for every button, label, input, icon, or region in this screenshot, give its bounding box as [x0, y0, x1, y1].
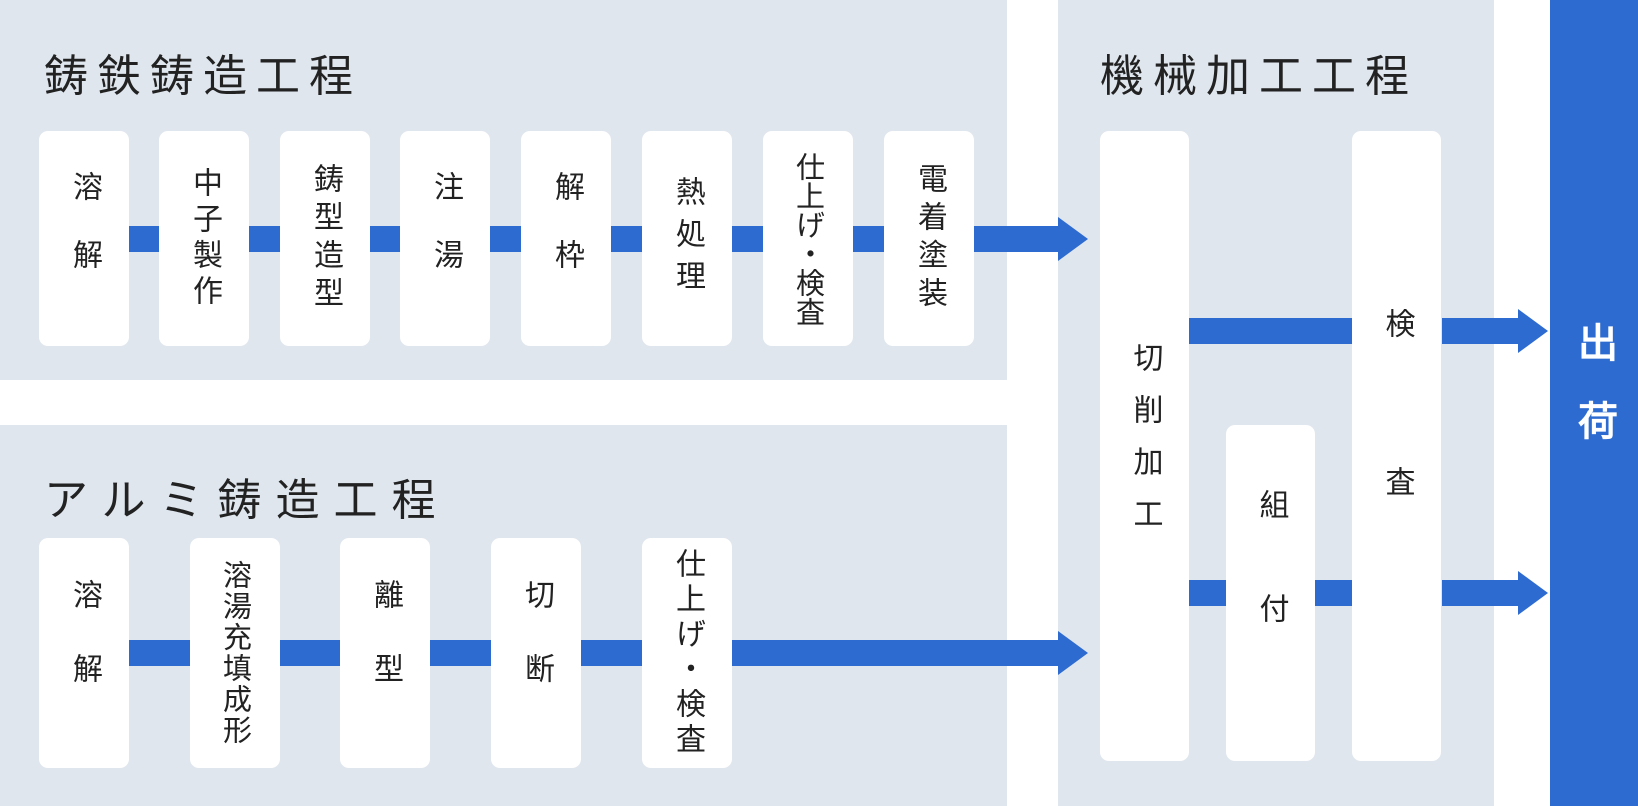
aluminum-step-finishing-inspection: 仕上げ・検査	[642, 538, 732, 768]
step-label: 組付	[1253, 489, 1289, 697]
inspection-to-ship-bar-top	[1442, 318, 1522, 344]
step-label: 中子製作	[187, 166, 222, 311]
cast-iron-step-pouring: 注湯	[400, 131, 490, 346]
cast-iron-title: 鋳鉄鋳造工程	[44, 51, 362, 102]
aluminum-step-demolding: 離型	[340, 538, 430, 768]
step-label: 仕上げ・検査	[791, 151, 826, 326]
step-label: 熱処理	[670, 175, 705, 302]
cast-iron-step-electrodeposition: 電着塗装	[884, 131, 974, 346]
inspection-to-ship-arrowhead-bottom	[1518, 571, 1548, 615]
cast-iron-step-finishing-inspection: 仕上げ・検査	[763, 131, 853, 346]
step-label: 切削加工	[1127, 342, 1163, 550]
step-label: 離型	[368, 579, 403, 727]
cast-iron-step-melting: 溶解	[39, 131, 129, 346]
aluminum-connector	[128, 640, 1058, 666]
step-label: 切断	[519, 579, 554, 727]
machining-step-cutting: 切削加工	[1100, 131, 1189, 761]
aluminum-title: アルミ鋳造工程	[44, 475, 450, 526]
step-label: 溶解	[67, 579, 102, 727]
aluminum-step-cutting: 切断	[491, 538, 581, 768]
step-label: 電着塗装	[912, 162, 947, 315]
machining-step-assembly: 組付	[1226, 425, 1315, 761]
step-label: 検査	[1379, 308, 1415, 624]
step-label: 仕上げ・検査	[670, 548, 705, 758]
machining-connector-top	[1188, 318, 1354, 344]
shipping-label: 出荷	[1571, 322, 1618, 478]
step-label: 解枠	[549, 170, 584, 307]
step-label: 注湯	[428, 170, 463, 307]
machining-step-inspection: 検査	[1352, 131, 1441, 761]
cast-iron-arrowhead	[1058, 217, 1088, 261]
shipping-column: 出荷	[1550, 0, 1638, 806]
step-label: 鋳型造型	[308, 162, 343, 315]
cast-iron-step-core-making: 中子製作	[159, 131, 249, 346]
step-label: 溶解	[67, 170, 102, 307]
aluminum-step-filling-forming: 溶湯充填成形	[190, 538, 280, 768]
cast-iron-step-mold-making: 鋳型造型	[280, 131, 370, 346]
step-label: 溶湯充填成形	[218, 560, 253, 746]
machining-title: 機械加工工程	[1100, 51, 1418, 102]
cast-iron-step-shakeout: 解枠	[521, 131, 611, 346]
cast-iron-step-heat-treatment: 熱処理	[642, 131, 732, 346]
aluminum-arrowhead	[1058, 631, 1088, 675]
inspection-to-ship-bar-bottom	[1442, 580, 1522, 606]
inspection-to-ship-arrowhead-top	[1518, 309, 1548, 353]
aluminum-step-melting: 溶解	[39, 538, 129, 768]
